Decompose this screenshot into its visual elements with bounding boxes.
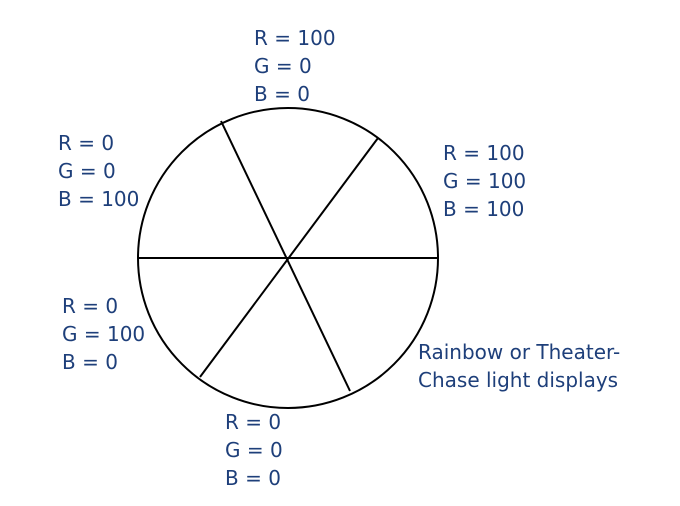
green-value: G = 100 [62, 322, 146, 346]
green-value: G = 100 [443, 169, 527, 193]
caption-line-1: Rainbow or Theater- [418, 340, 621, 364]
caption-text: Rainbow or Theater- Chase light displays [418, 338, 620, 394]
red-value: R = 100 [254, 26, 336, 50]
segment-label-top: R = 100 G = 0 B = 0 [254, 24, 336, 108]
red-value: R = 0 [225, 410, 282, 434]
segment-label-bottom: R = 0 G = 0 B = 0 [225, 408, 283, 492]
green-value: G = 0 [225, 438, 283, 462]
red-value: R = 0 [62, 294, 119, 318]
segment-label-upper-left: R = 0 G = 0 B = 100 [58, 129, 139, 213]
blue-value: B = 100 [58, 187, 140, 211]
caption-line-2: Chase light displays [418, 368, 619, 392]
red-value: R = 100 [443, 141, 525, 165]
green-value: G = 0 [254, 54, 312, 78]
blue-value: B = 100 [443, 197, 525, 221]
blue-value: B = 0 [62, 350, 118, 374]
green-value: G = 0 [58, 159, 116, 183]
segment-label-upper-right: R = 100 G = 100 B = 100 [443, 139, 526, 223]
segment-label-lower-left: R = 0 G = 100 B = 0 [62, 292, 145, 376]
blue-value: B = 0 [225, 466, 281, 490]
diagonal-divider-a [220, 120, 351, 392]
diagonal-divider-b [199, 137, 379, 378]
red-value: R = 0 [58, 131, 115, 155]
blue-value: B = 0 [254, 82, 310, 106]
